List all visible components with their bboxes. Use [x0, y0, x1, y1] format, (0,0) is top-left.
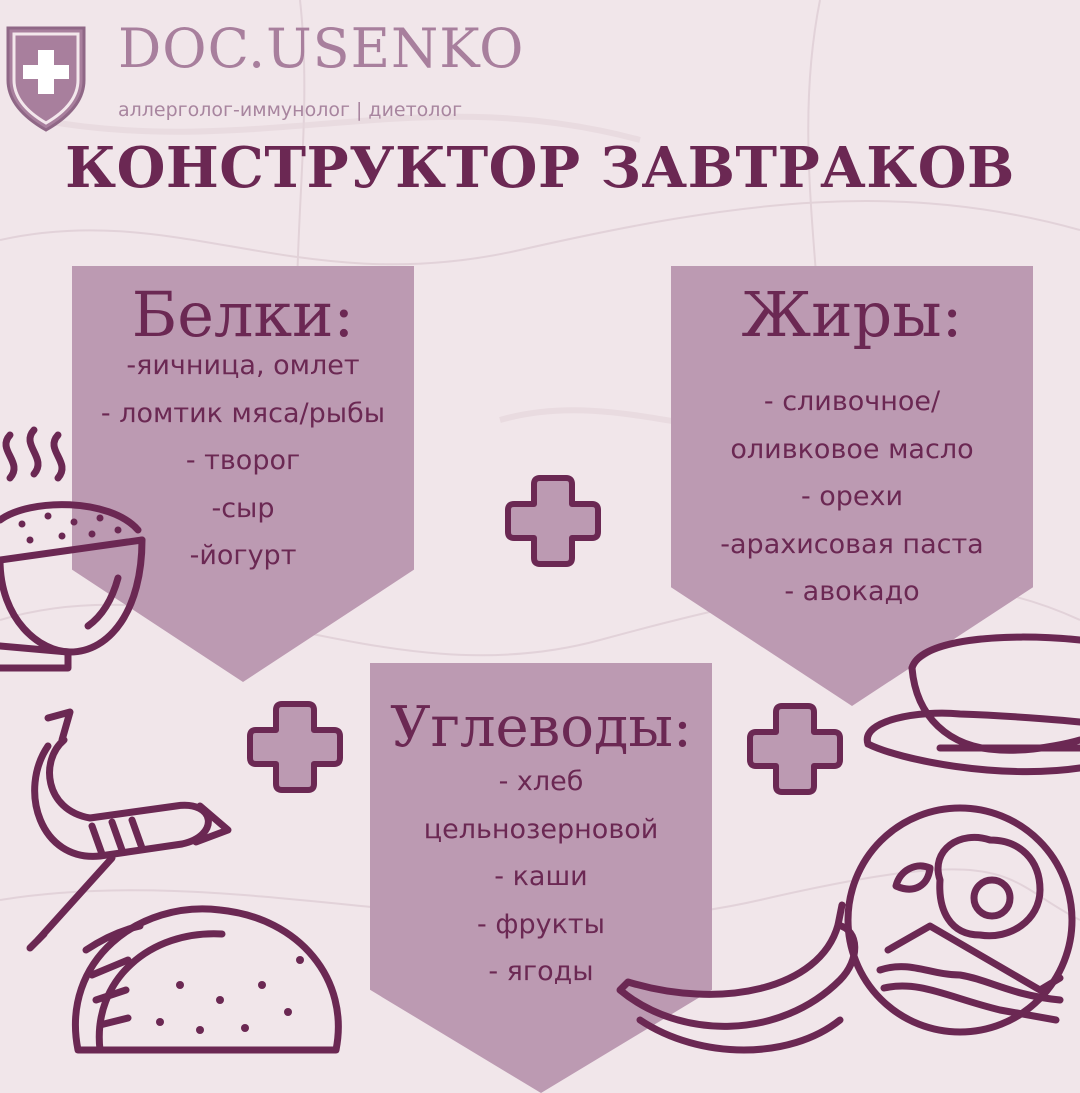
list-item: -арахисовая паста: [720, 528, 984, 560]
list-item: -сыр: [211, 492, 275, 524]
list-item: -йогурт: [189, 540, 297, 571]
proteins-title: Белки:: [131, 278, 355, 351]
list-item: оливковое масло: [730, 433, 974, 465]
brand-name: DOC.USENKO: [118, 17, 525, 80]
carbs-list: - хлеб цельнозерновой - каши - фрукты - …: [370, 758, 712, 996]
proteins-list: -яичница, омлет - ломтик мяса/рыбы - тво…: [72, 342, 414, 580]
fats-list: - сливочное/ оливковое масло - орехи -ар…: [671, 378, 1033, 616]
plus-icon: [247, 701, 343, 793]
list-item: - творог: [185, 445, 301, 476]
list-item: - сливочное/: [763, 386, 941, 417]
page-title: КОНСТРУКТОР ЗАВТРАКОВ: [65, 135, 1015, 201]
carbs-title: Углеводы:: [390, 695, 692, 760]
list-item: - хлеб: [498, 766, 584, 797]
fats-title: Жиры:: [741, 278, 963, 351]
plus-icon: [747, 703, 843, 795]
plus-icon: [505, 475, 601, 567]
list-item: -яичница, омлет: [126, 350, 360, 381]
brand-subtitle: аллерголог-иммунолог | диетолог: [118, 99, 463, 121]
list-item: - фрукты: [477, 908, 605, 940]
list-item: - ломтик мяса/рыбы: [100, 397, 386, 429]
list-item: - авокадо: [784, 576, 920, 607]
list-item: - каши: [494, 861, 588, 892]
list-item: - орехи: [800, 481, 904, 512]
list-item: цельнозерновой: [423, 813, 659, 845]
list-item: - ягоды: [488, 956, 594, 987]
shield-plus-icon: [6, 26, 86, 132]
